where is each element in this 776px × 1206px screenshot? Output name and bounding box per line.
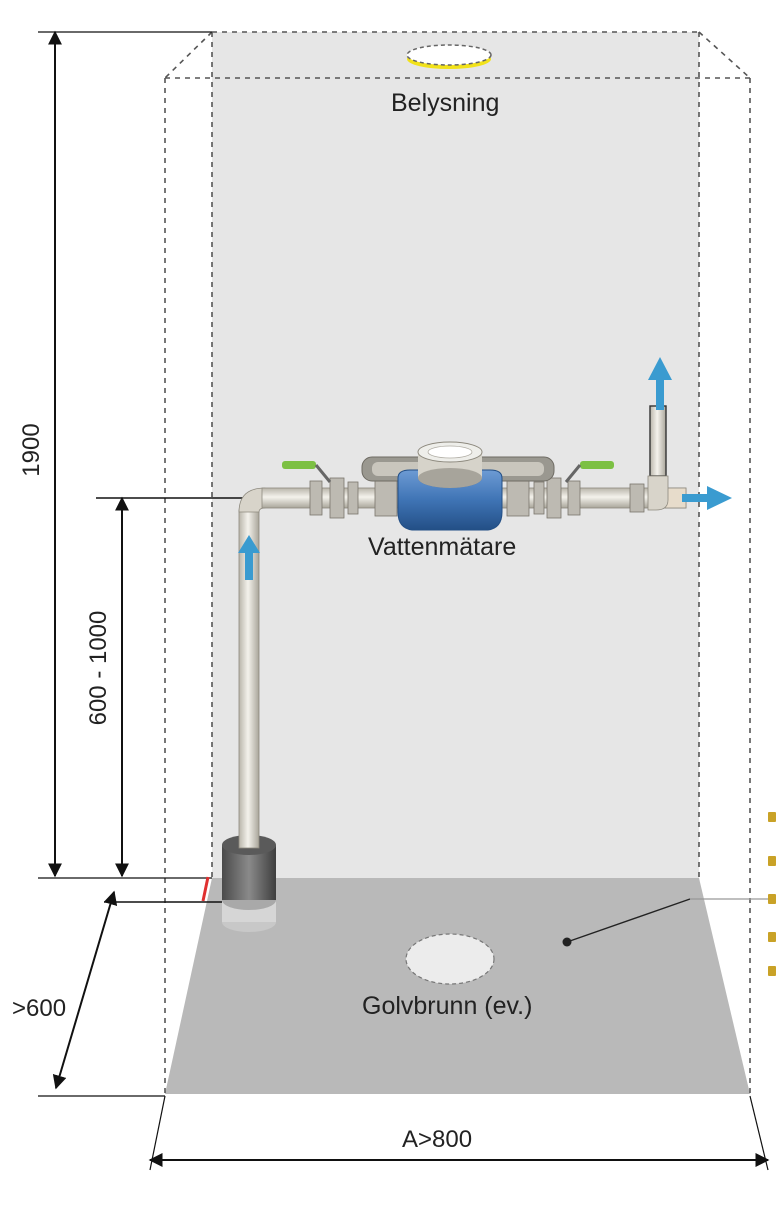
height-dimension-label: 1900 [18,423,45,477]
flow-arrow-icon [238,535,260,580]
floor [165,878,750,1094]
width-dimension-label: A>800 [402,1126,473,1153]
depth-dimension-label: >600 [12,995,67,1022]
side-note-mark [768,894,776,904]
lighting-label: Belysning [391,89,500,117]
flow-arrow-icon [682,486,732,510]
meter-label: Vattenmätare [368,533,517,561]
side-note-mark [768,932,776,942]
flow-arrow-icon [648,357,672,410]
side-note-mark [768,966,776,976]
side-note-mark [768,856,776,866]
water-meter-icon [361,441,555,531]
side-note-mark [768,812,776,822]
room-outline [164,31,751,1094]
outlet-elbow [647,475,669,511]
valve-handle-icon [282,461,332,483]
seal-mark [201,876,210,902]
pipe-sleeve [201,835,276,932]
pipe-fittings [309,477,645,519]
outlet-riser [649,405,667,477]
pipe-height-dimension-label: 600 - 1000 [85,610,112,726]
floor-drain-label: Golvbrunn (ev.) [362,992,533,1020]
floor-drain-icon [405,933,495,985]
dimension-lines [38,30,770,1171]
lamp-icon [406,44,492,69]
drain-pointer-line [566,898,691,943]
valve-handle-icon [564,461,614,483]
